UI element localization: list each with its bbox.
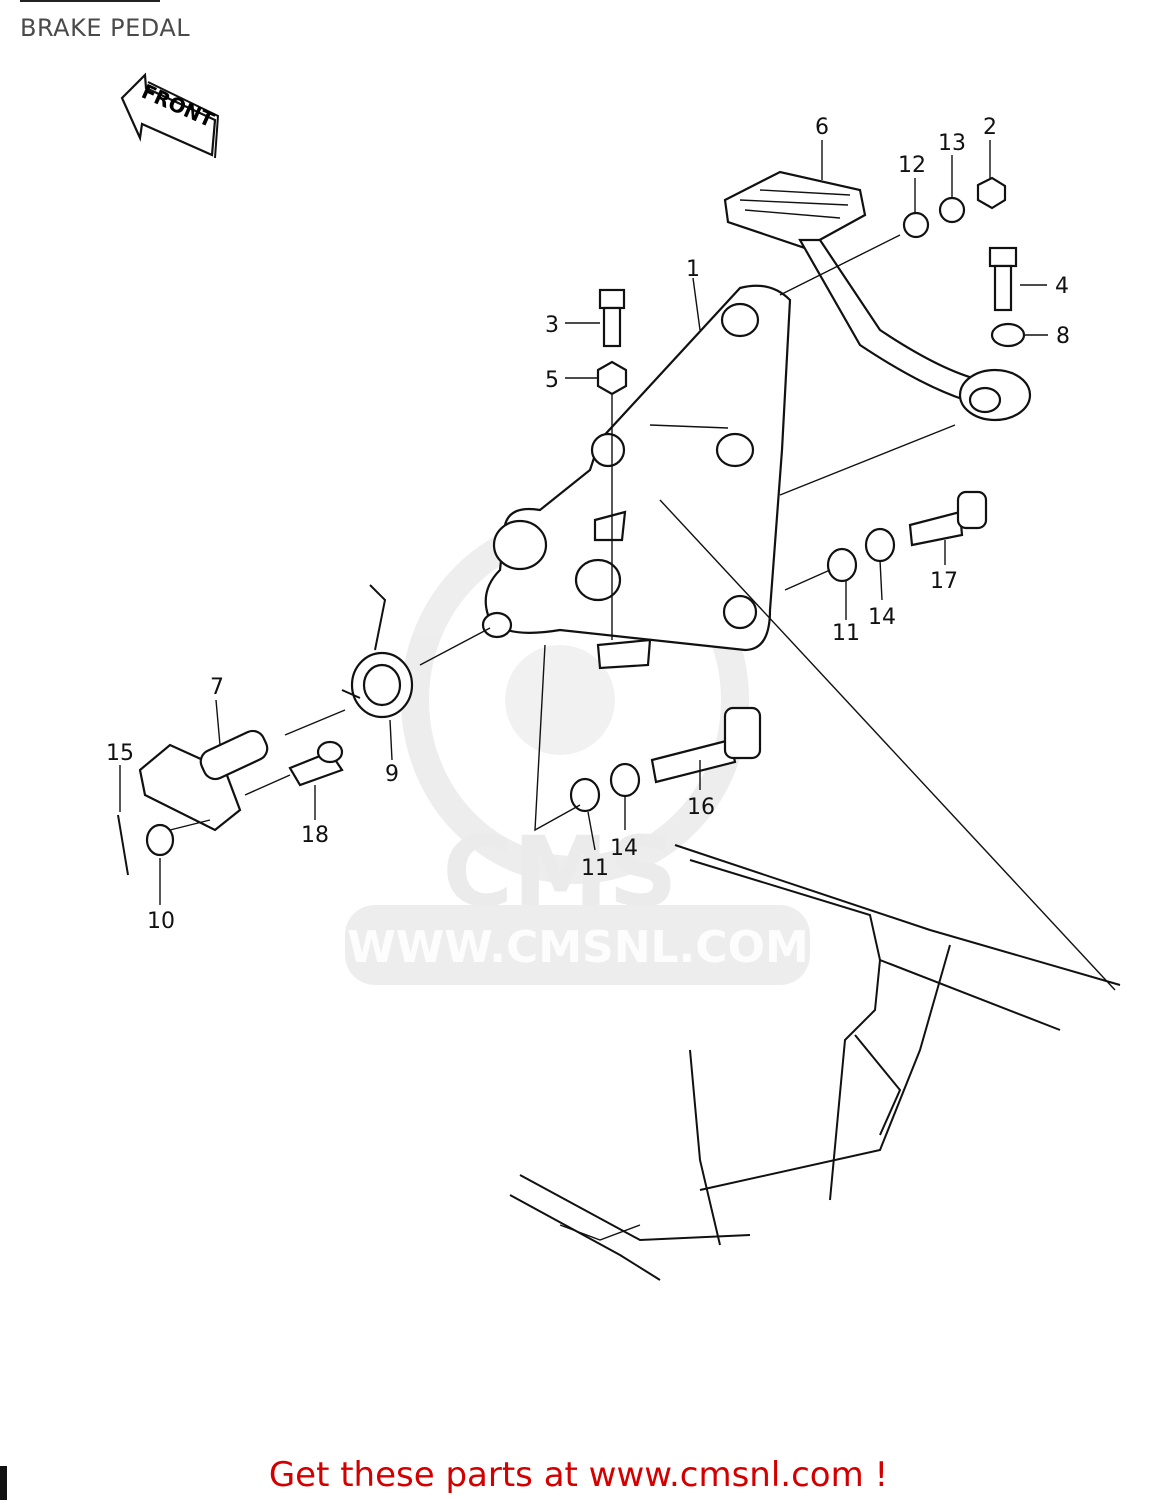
callout-1: 1 bbox=[686, 257, 700, 282]
callout-11-lower: 11 bbox=[581, 856, 609, 881]
page-title: BRAKE PEDAL bbox=[20, 14, 191, 42]
callout-14-lower: 14 bbox=[610, 836, 638, 861]
callout-2: 2 bbox=[983, 115, 997, 140]
callout-18: 18 bbox=[301, 823, 329, 848]
callout-10: 10 bbox=[147, 909, 175, 934]
front-arrow-icon: FRONT bbox=[120, 72, 220, 159]
callout-3: 3 bbox=[545, 313, 559, 338]
callout-4: 4 bbox=[1055, 274, 1069, 299]
top-rule bbox=[20, 0, 160, 2]
callout-16: 16 bbox=[687, 795, 715, 820]
edge-mark bbox=[0, 1466, 7, 1500]
callout-9: 9 bbox=[385, 762, 399, 787]
hardware-parts bbox=[117, 176, 1026, 876]
callout-5: 5 bbox=[545, 368, 559, 393]
brake-pedal-part bbox=[723, 170, 1032, 422]
leader-lines bbox=[119, 140, 1116, 991]
bracket-part bbox=[481, 284, 792, 670]
callout-17: 17 bbox=[930, 569, 958, 594]
watermark: CMS WWW.CMSNL.COM bbox=[345, 516, 810, 985]
callout-14-upper: 14 bbox=[868, 605, 896, 630]
callout-15: 15 bbox=[106, 741, 134, 766]
callout-7: 7 bbox=[210, 675, 224, 700]
callout-8: 8 bbox=[1056, 324, 1070, 349]
frame-outline bbox=[509, 844, 1121, 1281]
callout-labels: 1 2 3 4 5 6 7 8 9 10 11 11 12 13 14 14 1… bbox=[106, 115, 1070, 934]
callout-12: 12 bbox=[898, 153, 926, 178]
footer-link[interactable]: Get these parts at www.cmsnl.com ! bbox=[268, 1455, 889, 1495]
callout-13: 13 bbox=[938, 131, 966, 156]
callout-6: 6 bbox=[815, 115, 829, 140]
callout-11-upper: 11 bbox=[832, 621, 860, 646]
watermark-url: WWW.CMSNL.COM bbox=[347, 922, 809, 973]
